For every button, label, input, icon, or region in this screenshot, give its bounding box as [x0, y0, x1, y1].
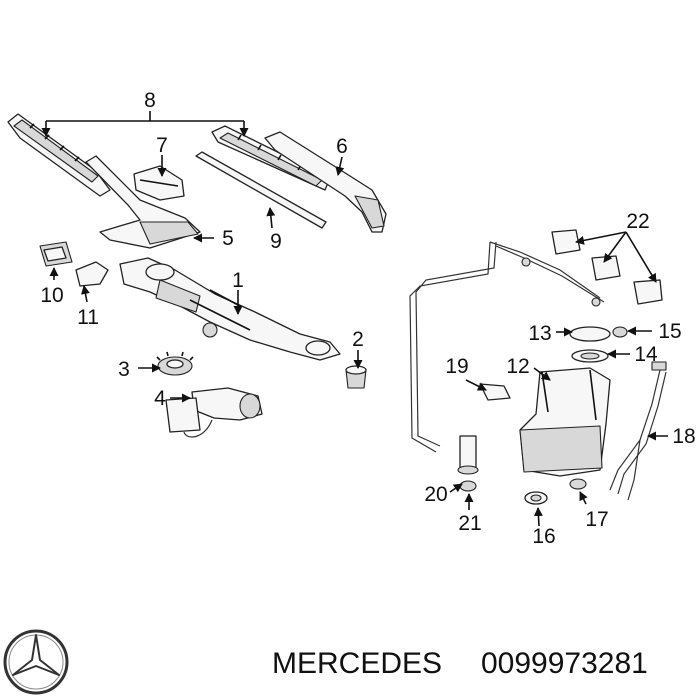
- wiper-blade-left: [7, 113, 111, 197]
- label-part-12: 12: [506, 355, 529, 378]
- wiper-arm-left: [85, 155, 201, 249]
- plug-part-17: [569, 478, 587, 490]
- washer-nozzles: [551, 229, 663, 305]
- wire-harness: [609, 361, 667, 501]
- wiper-arm-right: [264, 131, 387, 233]
- label-part-17: 17: [585, 508, 608, 531]
- label-part-14: 14: [634, 343, 658, 366]
- washer-hose: [409, 241, 605, 453]
- part-number: 0099973281: [481, 647, 648, 680]
- mount-bracket: [75, 261, 109, 287]
- brand-name: MERCEDES: [272, 647, 442, 680]
- label-part-15: 15: [658, 320, 681, 343]
- washer-reservoir: [519, 367, 611, 477]
- wiper-linkage: [119, 257, 341, 361]
- mercedes-logo-icon: [3, 629, 69, 695]
- wiper-blade-right: [211, 125, 331, 191]
- label-part-13: 13: [528, 322, 551, 345]
- label-part-16: 16: [532, 525, 555, 548]
- part-labels: 8 7 6 5 9 10 11 1 2 3 4 22 13 15 14 12 1…: [40, 89, 695, 548]
- wiper-motor: [165, 387, 263, 438]
- ring-part-14: [571, 349, 609, 363]
- gear-part-3: [156, 351, 194, 376]
- label-part-8: 8: [144, 89, 156, 112]
- label-part-22: 22: [626, 210, 649, 233]
- label-part-7: 7: [156, 134, 168, 157]
- label-part-20: 20: [424, 483, 447, 506]
- washer-pump: [457, 435, 479, 475]
- label-part-2: 2: [352, 328, 364, 351]
- label-part-18: 18: [672, 425, 695, 448]
- label-part-4: 4: [154, 387, 166, 410]
- cap-part-13: [569, 326, 611, 342]
- label-part-1: 1: [232, 269, 244, 292]
- switch-block: [39, 241, 73, 267]
- seal-part-15: [612, 326, 628, 338]
- label-part-21: 21: [458, 512, 481, 535]
- label-part-3: 3: [118, 358, 130, 381]
- label-part-10: 10: [40, 284, 63, 307]
- wiper-rubber: [195, 151, 327, 229]
- grommet-part-2: [345, 365, 367, 389]
- arm-cover: [133, 165, 185, 201]
- sensor-part-19: [479, 383, 511, 401]
- grommet-part-16: [524, 491, 548, 505]
- label-part-6: 6: [336, 135, 348, 158]
- label-part-9: 9: [270, 230, 282, 253]
- label-part-11: 11: [77, 306, 99, 329]
- label-part-5: 5: [222, 227, 234, 250]
- leader-lines: [41, 111, 668, 527]
- pump-seal: [459, 480, 477, 492]
- label-part-19: 19: [445, 355, 468, 378]
